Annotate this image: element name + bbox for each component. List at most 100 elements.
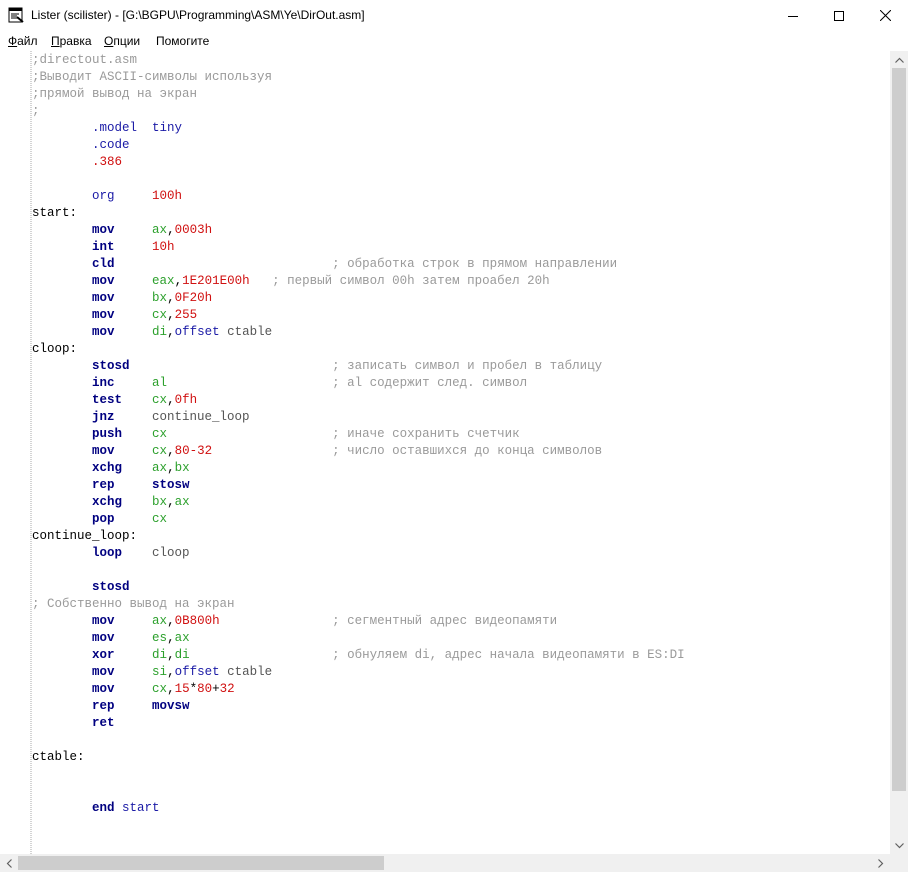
code-number: 32 [219, 682, 235, 696]
code-space [130, 359, 333, 373]
code-space [32, 478, 92, 492]
code-identifier: cloop [152, 546, 190, 560]
code-line[interactable]: ; [32, 103, 890, 120]
code-line[interactable]: mov cx,80-32 ; число оставшихся до конца… [32, 443, 890, 460]
scroll-right-button[interactable] [872, 854, 889, 872]
code-line[interactable]: inc al ; al содержит след. символ [32, 375, 890, 392]
code-text[interactable]: ;directout.asm;Выводит ASCII-символы исп… [32, 52, 890, 817]
code-line[interactable]: ctable: [32, 749, 890, 766]
code-line[interactable]: continue_loop: [32, 528, 890, 545]
code-line[interactable]: mov eax,1E201E00h ; первый символ 00h за… [32, 273, 890, 290]
code-line[interactable]: end start [32, 800, 890, 817]
minimize-icon [788, 15, 798, 17]
code-register: cx [152, 393, 168, 407]
code-line[interactable]: ;Выводит ASCII-символы используя [32, 69, 890, 86]
code-line[interactable]: .model tiny [32, 120, 890, 137]
code-line[interactable]: .code [32, 137, 890, 154]
minimize-button[interactable] [770, 0, 816, 31]
code-comment: ; [32, 104, 40, 118]
code-space [32, 393, 92, 407]
code-line[interactable] [32, 562, 890, 579]
code-space [32, 240, 92, 254]
code-line[interactable]: rep movsw [32, 698, 890, 715]
code-line[interactable]: pop cx [32, 511, 890, 528]
menu-help[interactable]: Помогите [156, 34, 210, 48]
code-line[interactable]: jnz continue_loop [32, 409, 890, 426]
code-space [115, 801, 123, 815]
code-line[interactable]: ;directout.asm [32, 52, 890, 69]
code-line[interactable]: stosd ; записать символ и пробел в табли… [32, 358, 890, 375]
code-line[interactable]: org 100h [32, 188, 890, 205]
code-line[interactable]: push cx ; иначе сохранить счетчик [32, 426, 890, 443]
code-operator: , [167, 682, 175, 696]
close-button[interactable] [862, 0, 908, 31]
code-line[interactable]: mov bx,0F20h [32, 290, 890, 307]
code-line[interactable]: cloop: [32, 341, 890, 358]
code-line[interactable] [32, 171, 890, 188]
code-register: cx [152, 512, 168, 526]
code-line[interactable]: xchg ax,bx [32, 460, 890, 477]
code-space [32, 444, 92, 458]
code-line[interactable]: mov cx,255 [32, 307, 890, 324]
code-line[interactable]: test cx,0fh [32, 392, 890, 409]
code-comment: ; обнуляем di, адрес начала видеопамяти … [332, 648, 685, 662]
code-line[interactable]: mov ax,0003h [32, 222, 890, 239]
code-line[interactable]: xor di,di ; обнуляем di, адрес начала ви… [32, 647, 890, 664]
code-keyword: loop [92, 546, 123, 560]
scroll-left-button[interactable] [0, 854, 17, 872]
code-line[interactable]: cld ; обработка строк в прямом направлен… [32, 256, 890, 273]
code-line[interactable]: ret [32, 715, 890, 732]
code-space [122, 546, 152, 560]
code-space [32, 716, 92, 730]
code-space [32, 325, 92, 339]
code-line[interactable]: mov si,offset ctable [32, 664, 890, 681]
scroll-down-button[interactable] [890, 837, 908, 854]
code-register: eax [152, 274, 175, 288]
title-bar[interactable]: Lister (scilister) - [G:\BGPU\Programmin… [0, 0, 908, 31]
code-line[interactable]: xchg bx,ax [32, 494, 890, 511]
code-operator: + [212, 682, 220, 696]
code-directive: .code [92, 138, 130, 152]
code-line[interactable]: mov di,offset ctable [32, 324, 890, 341]
code-line[interactable]: stosd [32, 579, 890, 596]
maximize-button[interactable] [816, 0, 862, 31]
code-line[interactable]: mov ax,0B800h ; сегментный адрес видеопа… [32, 613, 890, 630]
code-register: al [152, 376, 168, 390]
code-line[interactable]: rep stosw [32, 477, 890, 494]
code-editor[interactable]: ;directout.asm;Выводит ASCII-символы исп… [0, 51, 890, 854]
code-space [115, 308, 153, 322]
menu-edit[interactable]: Правка [51, 34, 92, 48]
code-keyword: ret [92, 716, 115, 730]
code-line[interactable]: mov cx,15*80+32 [32, 681, 890, 698]
code-line[interactable]: loop cloop [32, 545, 890, 562]
code-line[interactable]: int 10h [32, 239, 890, 256]
code-operator: , [167, 308, 175, 322]
horizontal-scroll-thumb[interactable] [18, 856, 384, 870]
scroll-up-button[interactable] [890, 51, 908, 68]
code-register: ax [152, 614, 168, 628]
code-register: ax [152, 461, 168, 475]
code-operator: , [167, 291, 175, 305]
code-directive: org [92, 189, 115, 203]
code-number: 0F20h [174, 291, 213, 305]
code-line[interactable]: ; Собственно вывод на экран [32, 596, 890, 613]
code-keyword: mov [92, 325, 115, 339]
code-space [32, 138, 92, 152]
chevron-right-icon [877, 858, 883, 868]
code-identifier: ctable [227, 325, 273, 339]
code-line[interactable] [32, 732, 890, 749]
code-space [115, 631, 153, 645]
code-line[interactable] [32, 766, 890, 783]
code-line[interactable] [32, 783, 890, 800]
vertical-scroll-thumb[interactable] [892, 68, 906, 791]
code-line[interactable]: mov es,ax [32, 630, 890, 647]
code-space [32, 648, 92, 662]
code-comment: ; число оставшихся до конца символов [332, 444, 603, 458]
code-line[interactable]: start: [32, 205, 890, 222]
code-line[interactable]: ;прямой вывод на экран [32, 86, 890, 103]
menu-options[interactable]: Опции [104, 34, 141, 48]
code-operator: , [167, 444, 175, 458]
menu-file[interactable]: Файл [8, 34, 38, 48]
code-space [115, 410, 153, 424]
code-line[interactable]: .386 [32, 154, 890, 171]
